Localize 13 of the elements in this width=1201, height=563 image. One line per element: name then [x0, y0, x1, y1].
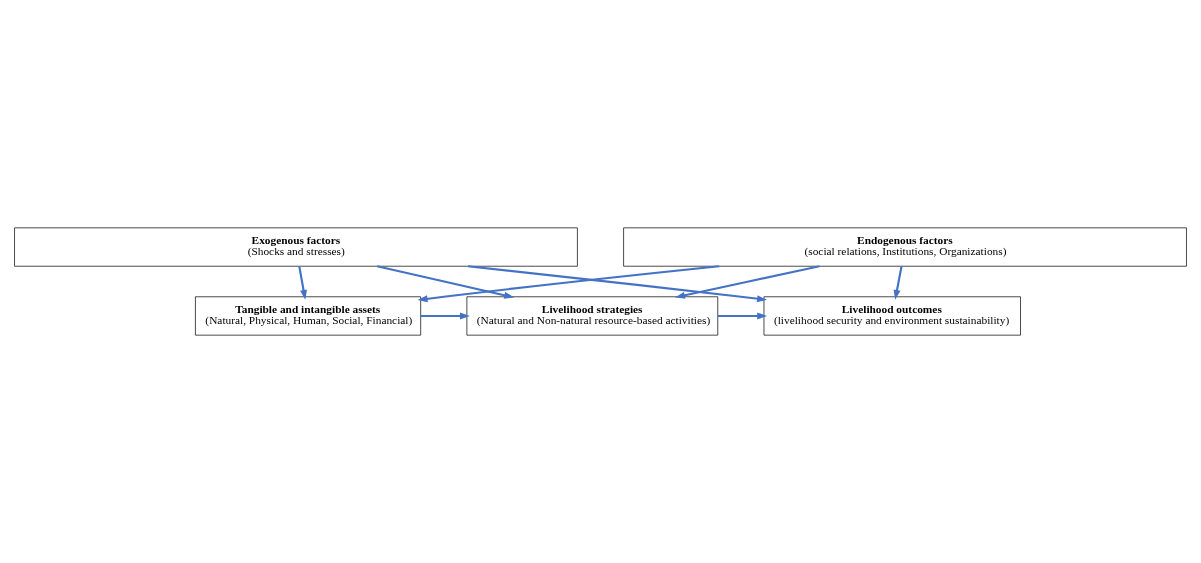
- node-box: Livelihood outcomes (livelihood security and environment sustainability): [763, 296, 1021, 336]
- arrow: [467, 265, 768, 303]
- arrow: [420, 312, 470, 320]
- arrow: [717, 312, 768, 320]
- node-box: Exogenous factors (Shocks and stresses): [14, 227, 578, 267]
- arrow: [417, 265, 720, 303]
- node-box: Livelihood strategies (Natural and Non-natural resource-based activities): [466, 296, 719, 336]
- arrow: [893, 266, 903, 300]
- node-box: Tangible and intangible assets (Natural, Physical, Human, Social, Financial): [195, 296, 422, 336]
- arrow: [298, 266, 307, 300]
- node-box: Endogenous factors (social relations, Institutions, Organizations): [623, 227, 1187, 267]
- arrow: [376, 265, 515, 299]
- arrow: [674, 265, 820, 299]
